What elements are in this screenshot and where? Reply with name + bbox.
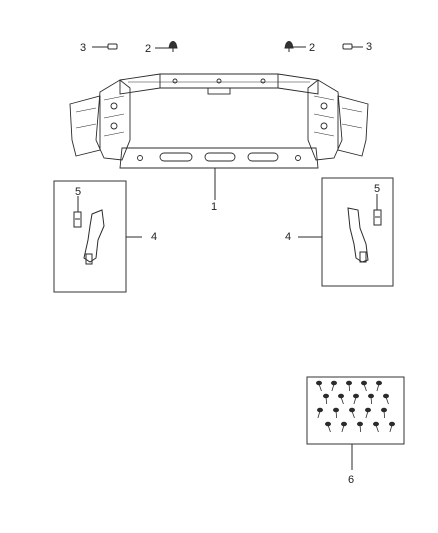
bracket-part-4-right xyxy=(347,207,369,263)
fastener-icon xyxy=(388,421,395,433)
fastener-icon xyxy=(340,421,347,433)
push-pin-part-2-left xyxy=(168,41,178,52)
fastener-icon xyxy=(364,407,371,419)
callout-4-right-inset: 4 xyxy=(285,231,292,243)
left-bracket-inset-box xyxy=(53,180,127,293)
fastener-icon xyxy=(337,393,344,405)
fastener-icon xyxy=(322,393,329,405)
fastener-icon xyxy=(352,393,359,405)
callout-5-right-inset: 5 xyxy=(374,183,381,195)
fastener-icon xyxy=(356,421,363,433)
callout-1-radiator-support: 1 xyxy=(211,201,218,213)
fastener-icon xyxy=(330,380,337,392)
callout-5-left-inset: 5 xyxy=(75,186,82,198)
fastener-icon xyxy=(382,393,389,405)
fastener-icon xyxy=(375,380,382,392)
fastener-icon xyxy=(360,380,367,392)
clip-part-5-left xyxy=(73,211,82,228)
callout-3-top-right: 3 xyxy=(366,41,373,53)
right-bracket-inset-box xyxy=(321,177,394,287)
radiator-support-assembly xyxy=(69,73,369,169)
clip-part-3-right xyxy=(342,43,353,50)
fastener-icon xyxy=(315,380,322,392)
fastener-icon xyxy=(348,407,355,419)
callout-2-top-right: 2 xyxy=(309,42,316,54)
callout-2-top-left: 2 xyxy=(145,43,152,55)
callout-4-left-inset: 4 xyxy=(151,231,158,243)
fastener-icon xyxy=(324,421,331,433)
fastener-icon xyxy=(316,407,323,419)
callout-3-top-left: 3 xyxy=(80,42,87,54)
hardware-kit-box xyxy=(306,376,405,445)
fastener-icon xyxy=(332,407,339,419)
fastener-icon xyxy=(345,380,352,392)
clip-part-3-left xyxy=(107,43,118,50)
clip-part-5-right xyxy=(373,209,382,226)
fastener-icon xyxy=(367,393,374,405)
fastener-group-part-6 xyxy=(315,380,395,433)
callout-6-hardware: 6 xyxy=(348,474,355,486)
fastener-icon xyxy=(372,421,379,433)
push-pin-part-2-right xyxy=(284,41,294,52)
fastener-icon xyxy=(380,407,387,419)
bracket-part-4-left xyxy=(83,209,105,265)
